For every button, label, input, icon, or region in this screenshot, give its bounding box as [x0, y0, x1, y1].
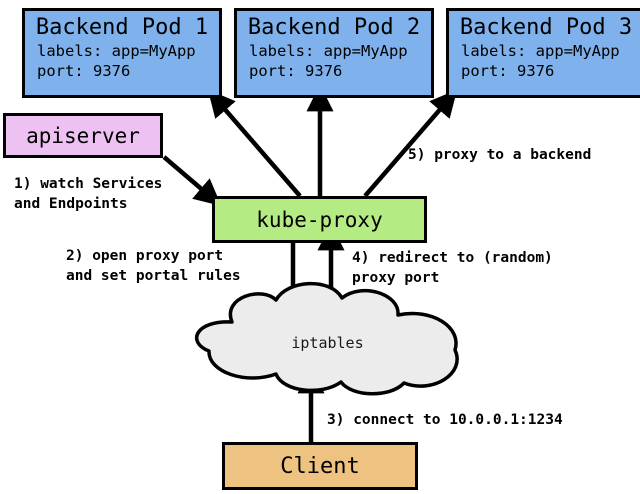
apiserver-box[interactable]: apiserver — [3, 113, 163, 158]
edge-label-step-4: 4) redirect to (random) proxy port — [352, 250, 553, 286]
iptables-cloud — [195, 281, 459, 396]
backend-pod-2-title: Backend Pod 2 — [247, 15, 421, 40]
backend-pod-2-port: port: 9376 — [249, 62, 343, 80]
backend-pod-1-labels: labels: app=MyApp — [37, 42, 196, 60]
backend-pod-3-box[interactable]: Backend Pod 3 labels: app=MyApp port: 93… — [446, 8, 640, 98]
edge-apiserver-to-kube-proxy — [162, 155, 222, 207]
backend-pod-3-labels: labels: app=MyApp — [461, 42, 620, 60]
client-box[interactable]: Client — [222, 442, 418, 490]
backend-pod-3-title: Backend Pod 3 — [459, 15, 633, 40]
backend-pod-1-title: Backend Pod 1 — [35, 15, 209, 40]
edge-kube-proxy-to-pod-3 — [363, 89, 458, 198]
backend-pod-2-labels: labels: app=MyApp — [249, 42, 408, 60]
edge-label-step-3: 3) connect to 10.0.0.1:1234 — [327, 412, 563, 428]
backend-pod-1-port: port: 9376 — [37, 62, 131, 80]
backend-pod-3-port: port: 9376 — [461, 62, 555, 80]
kube-proxy-box[interactable]: kube-proxy — [212, 196, 427, 243]
kube-proxy-label: kube-proxy — [256, 207, 383, 232]
edge-label-step-2: 2) open proxy port and set portal rules — [66, 248, 241, 284]
client-label: Client — [280, 453, 360, 479]
apiserver-label: apiserver — [26, 123, 140, 148]
edge-label-step-1: 1) watch Services and Endpoints — [14, 176, 163, 212]
backend-pod-2-box[interactable]: Backend Pod 2 labels: app=MyApp port: 93… — [234, 8, 434, 98]
backend-pod-1-box[interactable]: Backend Pod 1 labels: app=MyApp port: 93… — [22, 8, 222, 98]
edge-kube-proxy-to-pod-1 — [207, 89, 302, 198]
edge-label-step-5: 5) proxy to a backend — [408, 147, 592, 163]
